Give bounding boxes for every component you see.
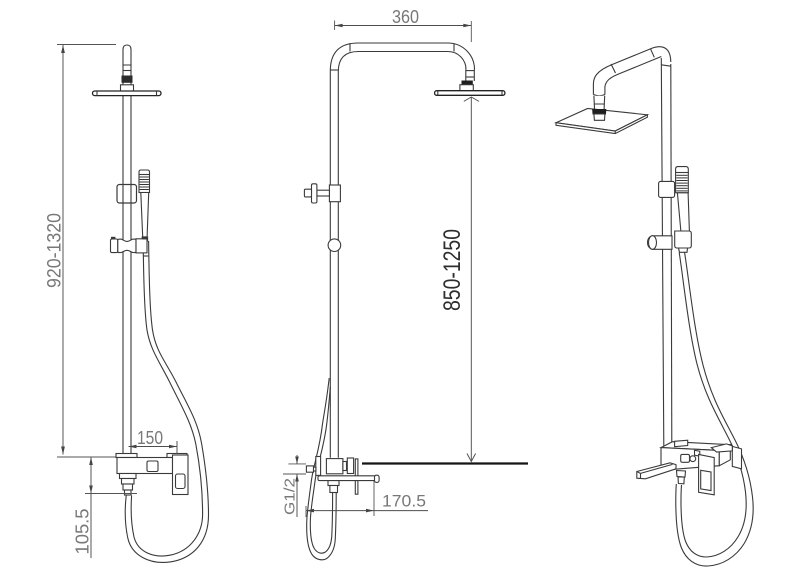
svg-text:360: 360 [392,7,419,27]
svg-text:G1/2: G1/2 [282,478,299,515]
svg-text:170.5: 170.5 [382,492,426,511]
svg-text:920-1320: 920-1320 [45,213,66,288]
svg-text:105.5: 105.5 [73,509,93,555]
svg-text:150: 150 [137,428,163,448]
svg-text:850-1250: 850-1250 [439,229,466,311]
